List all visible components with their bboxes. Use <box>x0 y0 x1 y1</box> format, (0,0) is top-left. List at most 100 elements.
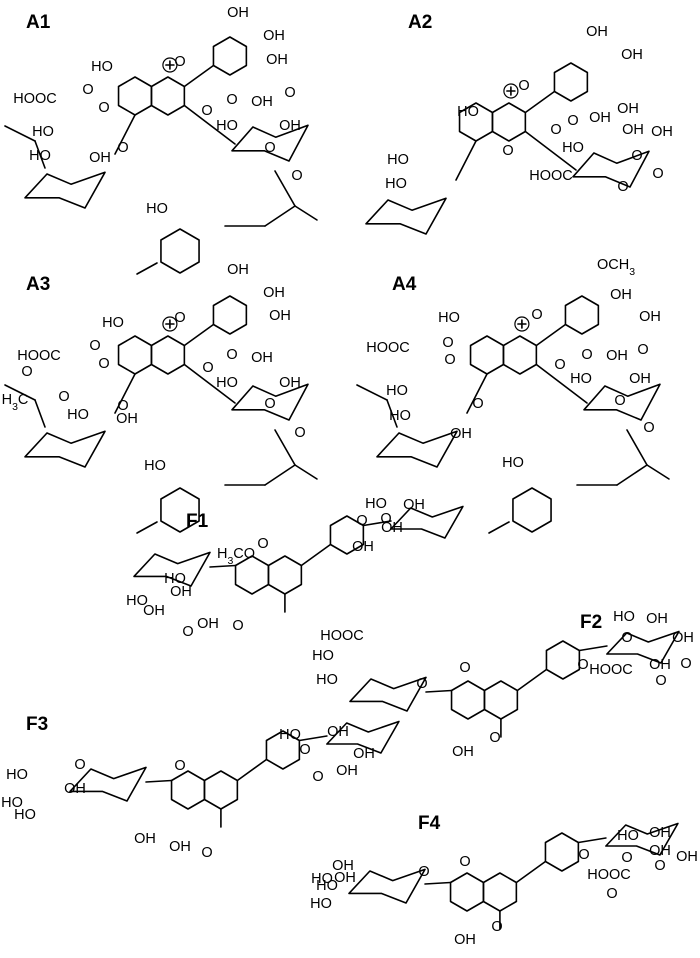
atom-label: O <box>550 122 561 138</box>
carbonyl-bond <box>294 205 318 221</box>
atom-label: HO <box>316 878 338 894</box>
atom-label: HO <box>29 148 51 164</box>
atom-label: OH <box>610 287 632 303</box>
atom-label: OH <box>639 309 661 325</box>
glycoside-bond <box>114 114 136 155</box>
atom-label: O <box>117 140 128 156</box>
atom-label: HO <box>311 871 333 887</box>
atom-label: O <box>82 82 93 98</box>
sugar-3-bonds <box>231 124 309 162</box>
atom-label: O <box>98 100 109 116</box>
compound-label-f1: F1 <box>186 511 209 532</box>
atom-label: O <box>416 676 427 692</box>
acyl-bond <box>274 170 296 207</box>
c-ring-bonds <box>491 102 527 142</box>
atom-label: OH <box>452 744 474 760</box>
atom-label: O <box>502 143 513 159</box>
atom-label: HOOC <box>589 662 633 678</box>
sugar-3-bonds <box>583 383 661 421</box>
atom-label: O <box>577 657 588 673</box>
malonyl-bond <box>4 384 36 401</box>
hydroxyl-bond <box>136 521 158 534</box>
atom-label: OH <box>586 24 608 40</box>
atom-label: O <box>491 919 502 935</box>
b-ring-bonds <box>553 62 589 102</box>
atom-label: OH <box>269 308 291 324</box>
atom-label: HO <box>385 176 407 192</box>
atom-label: O <box>654 858 665 874</box>
b-ring-bonds <box>545 640 581 680</box>
atom-label: HO <box>389 408 411 424</box>
glycoside-bond <box>183 104 236 145</box>
a-ring-bonds <box>449 872 485 912</box>
c-ring-bonds <box>267 555 303 595</box>
ring-link-bond <box>300 543 332 567</box>
atom-label: OH <box>169 839 191 855</box>
atom-label: HO <box>32 124 54 140</box>
atom-label: O <box>631 148 642 164</box>
atom-label: OH <box>353 746 375 762</box>
atom-label: O <box>202 360 213 376</box>
atom-label: OH <box>646 611 668 627</box>
atom-label: OH <box>263 285 285 301</box>
atom-label: HO <box>14 807 36 823</box>
c-ring-bonds <box>150 76 186 116</box>
atom-label: OH <box>227 5 249 21</box>
c-ring-bonds <box>150 335 186 375</box>
ring-link-bond <box>183 64 215 88</box>
hydroxyl-bond <box>136 262 158 275</box>
glycoside-bond <box>424 881 452 885</box>
acyl-bond <box>626 429 648 466</box>
b-ring-bonds <box>544 832 580 872</box>
atom-label: OH <box>143 603 165 619</box>
atom-label: O <box>567 113 578 129</box>
atom-label: OH <box>649 825 671 841</box>
atom-label: O <box>380 511 391 527</box>
atom-label: OH <box>629 371 651 387</box>
atom-label: HOOC <box>529 168 573 184</box>
atom-label: HO <box>146 201 168 217</box>
ring-link-bond <box>535 323 567 347</box>
atom-label: O <box>356 513 367 529</box>
atom-label: HO <box>279 727 301 743</box>
a-ring-bonds <box>117 76 153 116</box>
malonyl-bond <box>386 399 398 428</box>
atom-label: O <box>21 364 32 380</box>
carbonyl-bond <box>294 464 318 480</box>
ring-link-bond <box>515 860 547 884</box>
atom-label: HO <box>365 496 387 512</box>
sugar-5-bonds <box>365 197 447 235</box>
atom-label: HO <box>562 140 584 156</box>
atom-label: OH <box>336 763 358 779</box>
glycoside-bond <box>114 373 136 414</box>
glycoside-bond <box>209 564 237 568</box>
atom-label: HO <box>164 571 186 587</box>
atom-label: O <box>655 673 666 689</box>
atom-label: OH <box>251 94 273 110</box>
atom-label: H3C <box>2 392 29 413</box>
sugar-b-bonds <box>326 720 400 754</box>
atom-label: HO <box>570 371 592 387</box>
atom-label: OH <box>352 539 374 555</box>
glycoside-bond <box>183 363 236 404</box>
b-ring-bonds <box>212 295 248 335</box>
atom-label: HO <box>613 609 635 625</box>
acyl-bond <box>264 205 296 227</box>
atom-label: O <box>621 630 632 646</box>
hydroxyl-bond <box>488 521 510 534</box>
sugar-5-bonds <box>24 430 106 468</box>
glycoside-bond <box>524 130 577 171</box>
sugar-a-bonds <box>69 766 147 802</box>
atom-label: OH <box>279 118 301 134</box>
a-ring-bonds <box>117 335 153 375</box>
a-ring-bonds <box>450 680 486 720</box>
atom-label: O <box>444 352 455 368</box>
atom-label: OH <box>381 520 403 536</box>
atom-label: HOOC <box>13 91 57 107</box>
atom-label: HO <box>216 118 238 134</box>
atom-label: OH <box>454 932 476 948</box>
sugar-5-bonds <box>24 171 106 209</box>
atom-label: O <box>554 357 565 373</box>
glycoside-bond <box>535 363 588 404</box>
atom-label: OH <box>134 831 156 847</box>
